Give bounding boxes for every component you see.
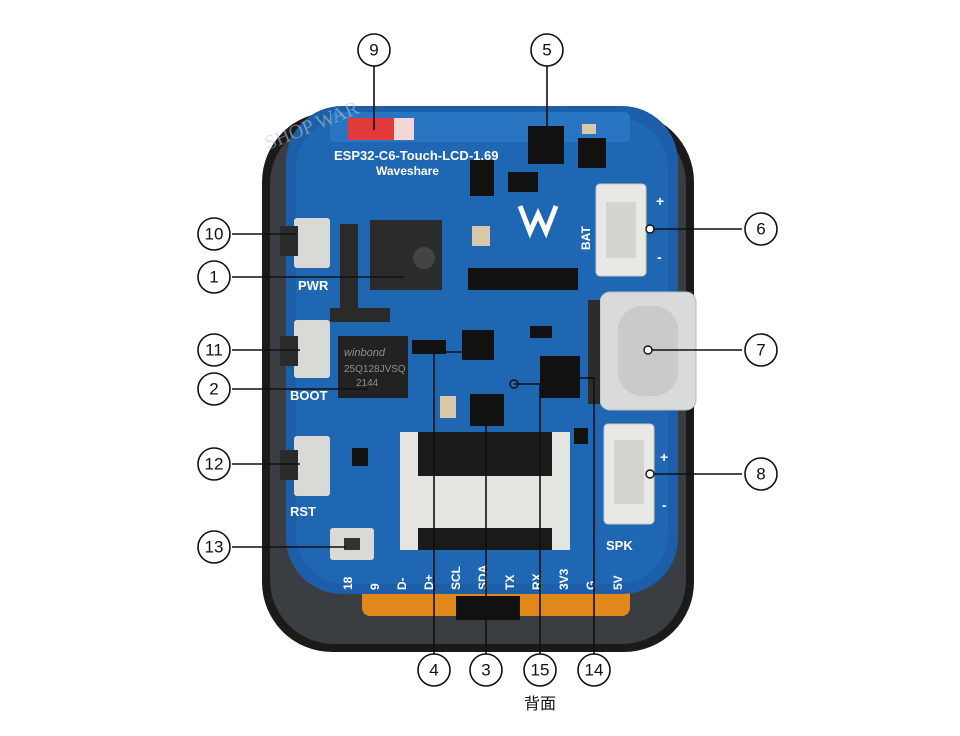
charge-led — [348, 118, 394, 140]
leader-6-dot — [645, 224, 655, 234]
svg-text:14: 14 — [585, 661, 604, 680]
caption-back-side: 背面 — [523, 694, 556, 713]
board-title: ESP32-C6-Touch-LCD-1.69 — [334, 148, 498, 163]
spk-plus: + — [660, 449, 668, 465]
rst-label: RST — [290, 504, 316, 519]
callout-4: 4 — [417, 653, 451, 687]
leader-15 — [514, 383, 541, 654]
pwr-button — [294, 218, 330, 268]
svg-text:4: 4 — [429, 661, 438, 680]
flash-part: 25Q128JVSQ — [344, 364, 406, 375]
svg-text:13: 13 — [205, 538, 224, 557]
pwr-label: PWR — [298, 278, 329, 293]
svg-text:11: 11 — [205, 341, 223, 360]
callout-2: 2 — [197, 372, 231, 406]
leader-14 — [560, 377, 595, 654]
callout-10: 10 — [197, 217, 231, 251]
microphone-port — [344, 538, 360, 550]
svg-text:10: 10 — [205, 225, 224, 244]
boot-button-cap — [280, 336, 298, 366]
leader-7-dot — [643, 345, 653, 355]
resistor-array-mid — [330, 308, 390, 322]
ic-14 — [540, 356, 580, 398]
boot-label: BOOT — [290, 388, 328, 403]
bat-label: BAT — [579, 226, 593, 250]
bat-connector-slot — [606, 202, 636, 258]
ic-3 — [470, 394, 504, 426]
bat-plus: + — [656, 193, 664, 209]
passive-3 — [530, 326, 552, 338]
pin-label: TX — [503, 575, 517, 590]
callout-8: 8 — [744, 457, 778, 491]
charge-led-window — [394, 118, 414, 140]
callout-12: 12 — [197, 447, 231, 481]
svg-text:7: 7 — [756, 341, 765, 360]
ic-4 — [462, 330, 494, 360]
pin-label: D+ — [422, 574, 436, 590]
ic-4-small — [412, 340, 446, 354]
ic-mid-cap — [472, 226, 490, 246]
ic-5 — [528, 126, 564, 164]
spk-minus: - — [662, 497, 667, 513]
leader-15-dot — [509, 379, 519, 389]
pin-label: D- — [395, 577, 409, 590]
pin-label: 3V3 — [557, 568, 571, 590]
svg-text:12: 12 — [205, 455, 224, 474]
svg-text:8: 8 — [756, 465, 765, 484]
pin-label: SCL — [449, 566, 463, 590]
ic-top-mid — [470, 160, 494, 196]
passive-1 — [352, 448, 368, 466]
bat-minus: - — [657, 249, 662, 265]
pin-label: 9 — [368, 583, 382, 590]
callout-5: 5 — [530, 33, 564, 67]
ic-mid-cap2 — [440, 396, 456, 418]
svg-text:1: 1 — [209, 268, 218, 287]
bottom-tab — [456, 596, 520, 620]
callout-6: 6 — [744, 212, 778, 246]
waveshare-logo — [517, 205, 559, 239]
callout-13: 13 — [197, 530, 231, 564]
pin-label: 5V — [611, 575, 625, 590]
callout-15: 15 — [523, 653, 557, 687]
resistor-array-top — [340, 224, 358, 308]
callout-1: 1 — [197, 260, 231, 294]
pwr-button-cap — [280, 226, 298, 256]
pin-label: SDA — [476, 564, 490, 590]
callout-9: 9 — [357, 33, 391, 67]
spk-connector-slot — [614, 440, 644, 504]
ic-5b — [578, 138, 606, 168]
callout-11: 11 — [197, 333, 231, 367]
svg-text:2: 2 — [209, 380, 218, 399]
svg-text:5: 5 — [542, 41, 551, 60]
ic-mid-row — [468, 268, 578, 290]
svg-text:3: 3 — [481, 661, 490, 680]
flash-chip — [338, 336, 408, 398]
fpc-connector-lip — [418, 528, 552, 550]
passive-2 — [574, 428, 588, 444]
spk-label: SPK — [606, 538, 633, 553]
ic-top-mid2 — [508, 172, 538, 192]
pin-label: 18 — [341, 576, 355, 590]
ic-small-top — [582, 124, 596, 134]
boot-button — [294, 320, 330, 378]
esp32-logo — [413, 247, 435, 269]
callout-7: 7 — [744, 333, 778, 367]
board-brand: Waveshare — [376, 164, 439, 178]
callout-14: 14 — [577, 653, 611, 687]
leader-8-dot — [645, 469, 655, 479]
fpc-connector-dark — [418, 432, 552, 476]
pin-label: RX — [530, 573, 544, 590]
flash-code: 2144 — [356, 378, 379, 389]
rst-button-cap — [280, 450, 298, 480]
svg-text:15: 15 — [531, 661, 550, 680]
flash-brand: winbond — [344, 347, 386, 359]
rst-button — [294, 436, 330, 496]
svg-text:6: 6 — [756, 220, 765, 239]
callout-3: 3 — [469, 653, 503, 687]
pin-label: G — [584, 581, 598, 590]
svg-text:9: 9 — [369, 41, 378, 60]
